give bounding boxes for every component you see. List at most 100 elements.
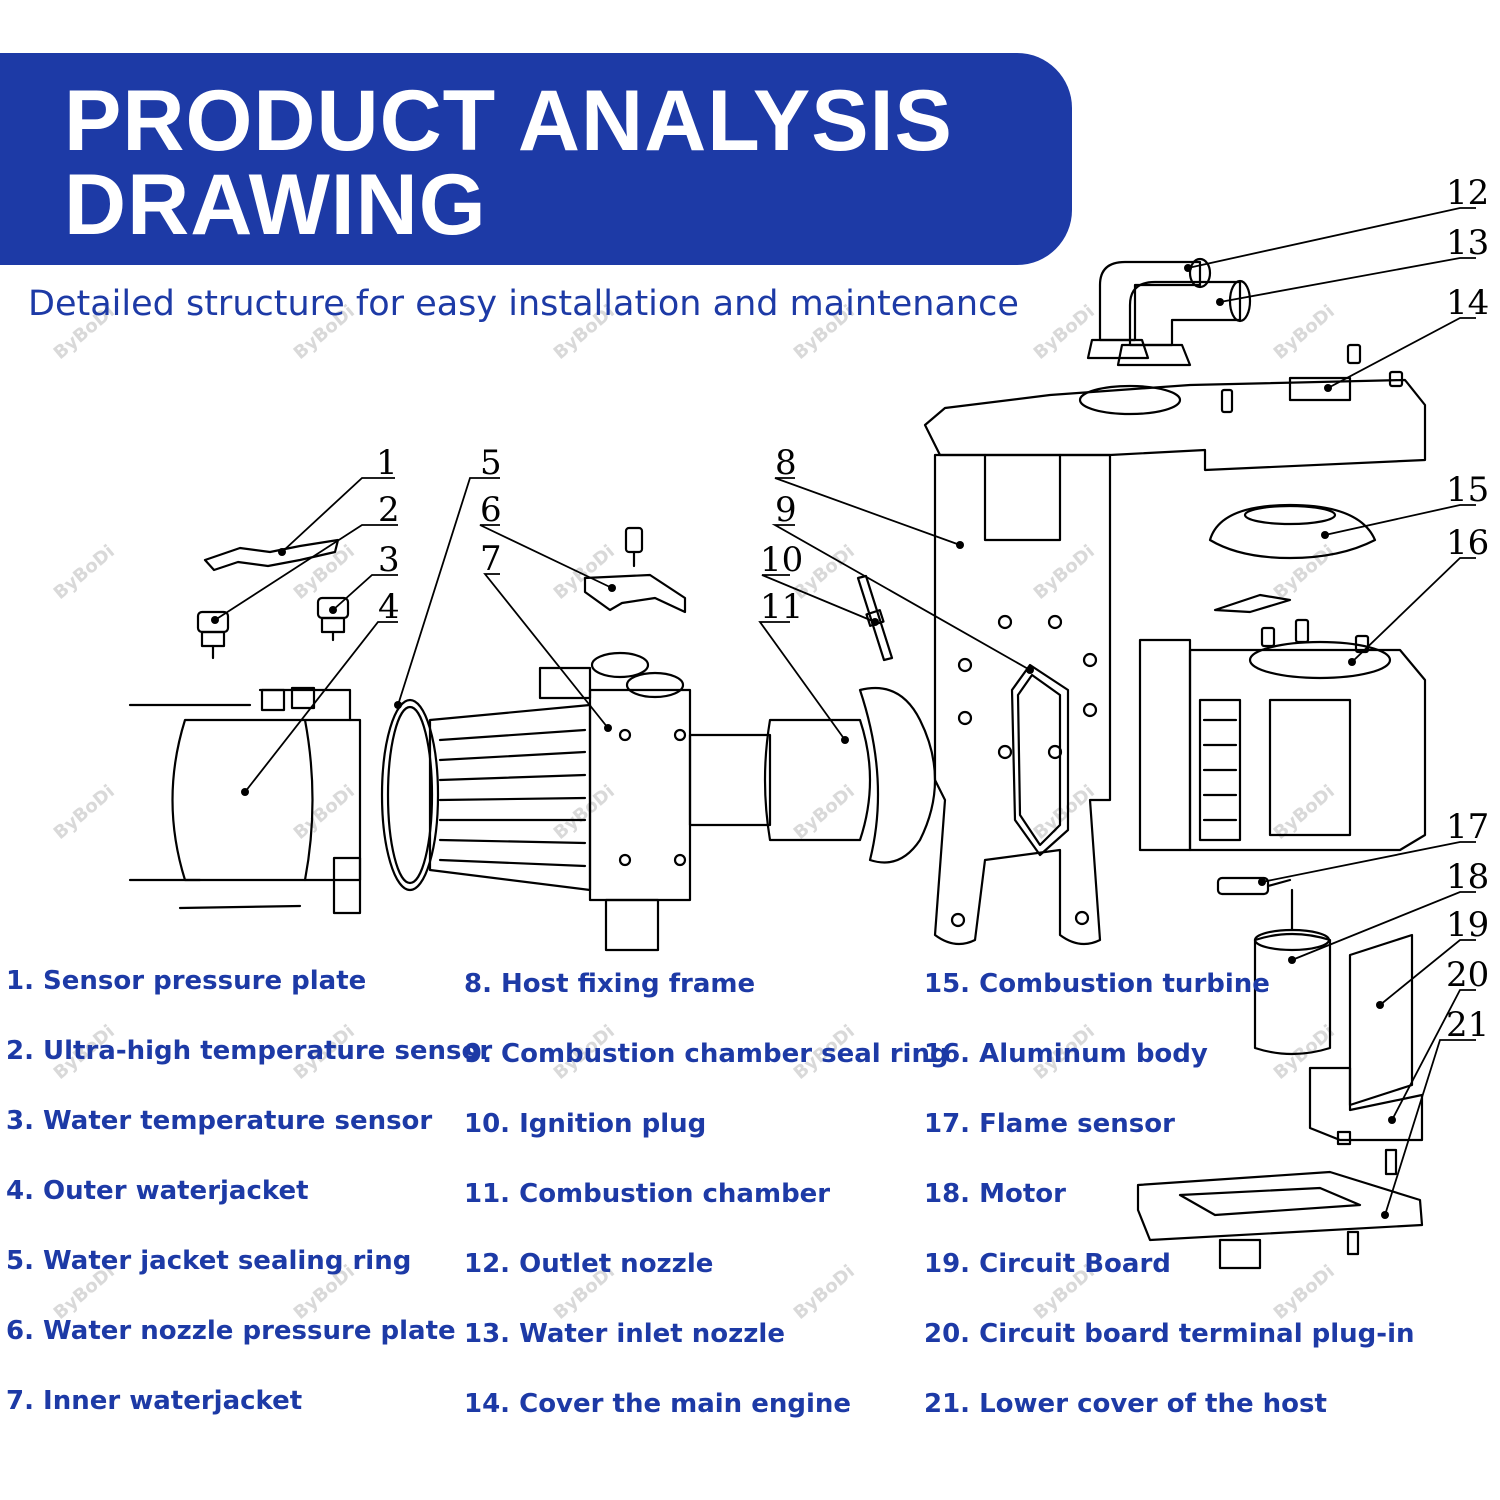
watermark: ByBoDi: [50, 541, 119, 604]
part-motor: [1253, 888, 1332, 1056]
callout-3: 3: [378, 540, 400, 580]
legend-item: 3. Water temperature sensor: [6, 1106, 433, 1136]
leader-20: [1391, 989, 1476, 1121]
part-cover-main-engine: [923, 343, 1427, 472]
part-water-temperature-sensor: [316, 596, 350, 642]
leader-1: [281, 477, 395, 553]
callout-19: 19: [1446, 905, 1489, 945]
part-circuit-board-terminal: [1308, 1066, 1424, 1176]
leader-5: [397, 477, 500, 706]
part-water-inlet-nozzle: [1116, 279, 1252, 367]
watermark: ByBoDi: [290, 781, 359, 844]
part-host-fixing-frame: [933, 453, 1112, 946]
watermark: ByBoDi: [1270, 301, 1339, 364]
part-outer-waterjacket: [128, 686, 362, 915]
part-water-jacket-sealing-ring: [380, 698, 440, 892]
watermark: ByBoDi: [550, 781, 619, 844]
watermarks: ByBoDi ByBoDi ByBoDi ByBoDi ByBoDi ByBoD…: [50, 301, 1339, 1324]
callout-numbers: 1 2 3 4 5 6 7 8 9 10 11 12 13 14 15 16 1…: [376, 173, 1489, 1045]
leader-3: [332, 574, 398, 611]
part-combustion-chamber: [688, 686, 937, 864]
legend-item: 17. Flame sensor: [924, 1109, 1175, 1139]
legend-item: 2. Ultra-high temperature sensor: [6, 1036, 493, 1066]
leader-13: [1219, 257, 1476, 303]
callout-11: 11: [760, 587, 803, 627]
part-inner-waterjacket: [428, 651, 692, 952]
callout-4: 4: [378, 587, 400, 627]
callout-16: 16: [1446, 523, 1489, 563]
legend-item: 1. Sensor pressure plate: [6, 966, 367, 996]
watermark: ByBoDi: [790, 1261, 859, 1324]
part-combustion-chamber-seal-ring: [1010, 663, 1070, 857]
callout-8: 8: [775, 443, 797, 483]
callout-5: 5: [480, 443, 502, 483]
callout-18: 18: [1446, 857, 1489, 897]
part-sensor-pressure-plate: [203, 538, 340, 572]
legend-item: 5. Water jacket sealing ring: [6, 1246, 412, 1276]
leader-8: [774, 477, 961, 546]
callout-20: 20: [1446, 955, 1489, 995]
leader-2: [214, 524, 398, 621]
watermark: ByBoDi: [1030, 541, 1099, 604]
leader-17: [1261, 841, 1476, 883]
leader-18: [1291, 891, 1476, 961]
part-combustion-turbine: [1208, 503, 1377, 560]
title-banner: [0, 53, 1072, 265]
callout-15: 15: [1446, 470, 1489, 510]
leader-19: [1379, 939, 1476, 1006]
leader-7: [483, 573, 609, 729]
legend-item: 21. Lower cover of the host: [924, 1389, 1327, 1419]
callout-9: 9: [775, 490, 797, 530]
part-water-nozzle-pressure-plate: [583, 526, 687, 614]
legend-item: 15. Combustion turbine: [924, 969, 1270, 999]
callout-10: 10: [760, 540, 803, 580]
watermark: ByBoDi: [1270, 1261, 1339, 1324]
part-flame-sensor: [1216, 876, 1292, 896]
leader-12: [1187, 207, 1476, 269]
leader-16: [1351, 557, 1476, 663]
leader-6: [479, 524, 613, 589]
leader-11: [758, 621, 846, 741]
callout-2: 2: [378, 490, 400, 530]
part-outlet-nozzle: [1086, 257, 1212, 360]
page-title-line-1: PRODUCT ANALYSIS: [64, 73, 953, 169]
part-ultra-high-temperature-sensor: [196, 610, 230, 660]
legend-item: 11. Combustion chamber: [464, 1179, 831, 1209]
watermark: ByBoDi: [550, 541, 619, 604]
legend-item: 18. Motor: [924, 1179, 1066, 1209]
legend-item: 8. Host fixing frame: [464, 969, 756, 999]
watermark: ByBoDi: [1270, 541, 1339, 604]
leader-10: [761, 574, 876, 623]
legend-item: 14. Cover the main engine: [464, 1389, 852, 1419]
legend-item: 6. Water nozzle pressure plate: [6, 1316, 456, 1346]
legend-item: 13. Water inlet nozzle: [464, 1319, 785, 1349]
leader-9: [771, 524, 1031, 671]
callout-14: 14: [1446, 283, 1489, 323]
callout-12: 12: [1446, 173, 1489, 213]
leader-dots: [211, 264, 1396, 1219]
legend-item: 20. Circuit board terminal plug-in: [924, 1319, 1415, 1349]
part-aluminum-body: [1138, 593, 1427, 852]
legend-item: 10. Ignition plug: [464, 1109, 707, 1139]
leader-21: [1384, 1039, 1476, 1216]
legend-item: 9. Combustion chamber seal ring: [464, 1039, 949, 1069]
leader-4: [244, 621, 398, 793]
callout-17: 17: [1446, 807, 1489, 847]
page-title-line-2: DRAWING: [64, 157, 487, 253]
watermark: ByBoDi: [290, 541, 359, 604]
callout-1: 1: [376, 443, 398, 483]
legend-item: 4. Outer waterjacket: [6, 1176, 309, 1206]
page-subtitle: Detailed structure for easy installation…: [28, 284, 1019, 324]
legend-item: 16. Aluminum body: [924, 1039, 1208, 1069]
leader-lines: [214, 207, 1476, 1216]
legend-item: 19. Circuit Board: [924, 1249, 1171, 1279]
leader-15: [1324, 504, 1476, 536]
watermark: ByBoDi: [790, 781, 859, 844]
leader-14: [1327, 317, 1476, 389]
callout-7: 7: [480, 539, 502, 579]
callout-21: 21: [1446, 1005, 1489, 1045]
legend-item: 12. Outlet nozzle: [464, 1249, 714, 1279]
part-circuit-board: [1348, 933, 1414, 1107]
callout-13: 13: [1446, 223, 1489, 263]
